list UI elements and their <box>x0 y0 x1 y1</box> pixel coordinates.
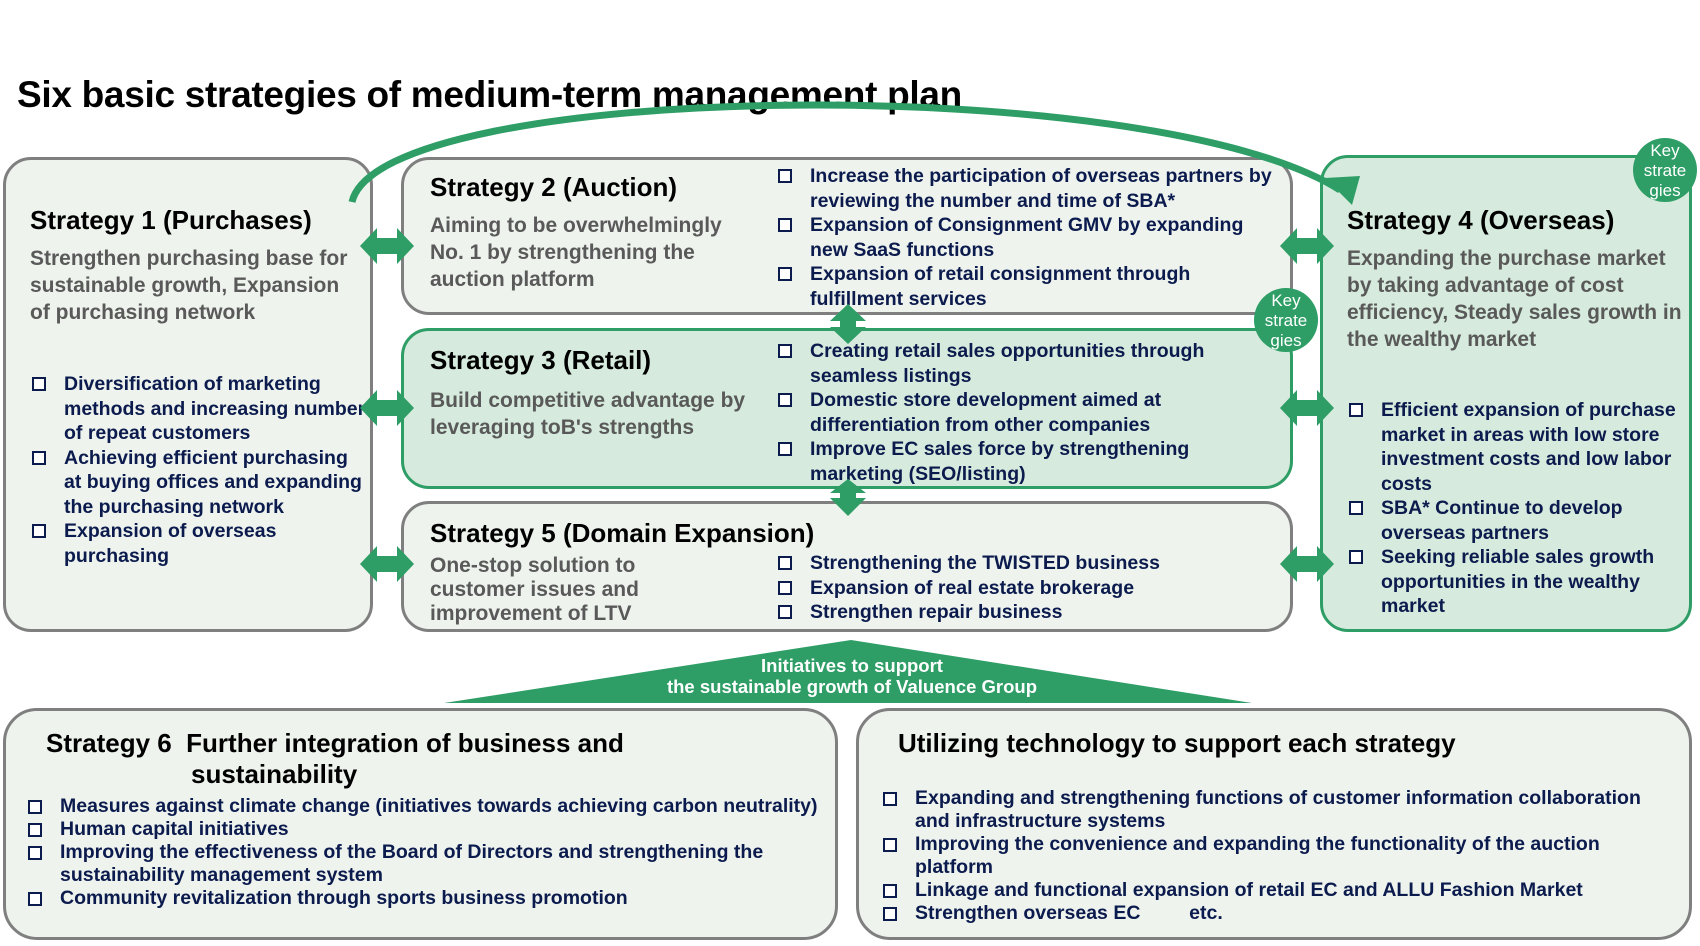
strategy3-heading: Strategy 3 (Retail) <box>430 345 652 375</box>
list-item: Strengthen overseas EC etc. <box>881 902 1671 925</box>
strategy6-box: Strategy 6 Further integration of busine… <box>3 708 838 940</box>
strategy4-box: Strategy 4 (Overseas) Expanding the purc… <box>1320 155 1692 632</box>
technology-box: Utilizing technology to support each str… <box>856 708 1692 940</box>
list-item: Diversification of marketing methods and… <box>30 372 370 446</box>
support-banner: Initiatives to support the sustainable g… <box>560 655 1144 697</box>
list-item: Improving the effectiveness of the Board… <box>26 841 836 887</box>
strategy2-bullets: Increase the participation of overseas p… <box>776 164 1276 311</box>
list-item: Expansion of real estate brokerage <box>776 576 1256 601</box>
double-arrow-s2-s3 <box>830 304 866 344</box>
list-item: Expansion of Consignment GMV by expandin… <box>776 213 1276 262</box>
double-arrow-s2-s4 <box>1280 228 1334 264</box>
strategy2-box: Strategy 2 (Auction) Aiming to be overwh… <box>401 157 1293 315</box>
list-item: Domestic store development aimed at diff… <box>776 388 1256 437</box>
list-item: Linkage and functional expansion of reta… <box>881 879 1671 902</box>
double-arrow-s1-s5 <box>360 546 414 582</box>
curved-arrow <box>348 101 1342 203</box>
key-strategies-badge-retail: Key strate gies <box>1254 288 1318 352</box>
support-banner-line2: the sustainable growth of Valuence Group <box>666 676 1038 697</box>
strategy2-heading: Strategy 2 (Auction) <box>430 172 678 202</box>
strategy5-desc: One-stop solution to customer issues and… <box>430 554 639 625</box>
list-item: Expansion of retail consignment through … <box>776 262 1276 311</box>
strategy6-heading-line2: sustainability <box>191 759 358 789</box>
list-item: Community revitalization through sports … <box>26 887 836 910</box>
list-item: Seeking reliable sales growth opportunit… <box>1347 545 1687 619</box>
technology-bullets: Expanding and strengthening functions of… <box>881 787 1671 925</box>
strategy4-bullets: Efficient expansion of purchase market i… <box>1347 398 1687 619</box>
list-item: Human capital initiatives <box>26 818 836 841</box>
strategy1-box: Strategy 1 (Purchases) Strengthen purcha… <box>3 157 373 632</box>
double-arrow-s1-s3 <box>360 390 414 426</box>
curved-arrow-head <box>1325 176 1360 205</box>
strategy4-heading: Strategy 4 (Overseas) <box>1347 205 1615 235</box>
list-item: Improve EC sales force by strengthening … <box>776 437 1256 486</box>
strategy6-bullets: Measures against climate change (initiat… <box>26 795 836 910</box>
list-item: Improving the convenience and expanding … <box>881 833 1671 879</box>
technology-heading: Utilizing technology to support each str… <box>898 728 1456 758</box>
list-item: Achieving efficient purchasing at buying… <box>30 446 370 520</box>
list-item: Expansion of overseas purchasing <box>30 519 370 568</box>
strategy6-heading-line1: Strategy 6 Further integration of busine… <box>46 728 624 758</box>
strategy4-desc: Expanding the purchase market by taking … <box>1347 247 1682 351</box>
strategy3-desc: Build competitive advantage by leveragin… <box>430 389 746 439</box>
list-item: Measures against climate change (initiat… <box>26 795 836 818</box>
strategy1-desc: Strengthen purchasing base for sustainab… <box>30 247 348 324</box>
strategy2-desc: Aiming to be overwhelmingly No. 1 by str… <box>430 214 722 291</box>
strategy3-box: Strategy 3 (Retail) Build competitive ad… <box>401 328 1293 489</box>
strategy5-box: Strategy 5 (Domain Expansion) One-stop s… <box>401 501 1293 632</box>
double-arrow-s5-s4 <box>1280 546 1334 582</box>
support-triangle <box>444 640 1252 703</box>
list-item: Creating retail sales opportunities thro… <box>776 339 1256 388</box>
double-arrow-s3-s4 <box>1280 390 1334 426</box>
support-banner-line1: Initiatives to support <box>761 655 943 676</box>
list-item: SBA* Continue to develop overseas partne… <box>1347 496 1687 545</box>
double-arrow-s3-s5 <box>830 479 866 516</box>
list-item: Strengthening the TWISTED business <box>776 551 1256 576</box>
list-item: Expanding and strengthening functions of… <box>881 787 1671 833</box>
list-item: Efficient expansion of purchase market i… <box>1347 398 1687 496</box>
strategy5-bullets: Strengthening the TWISTED business Expan… <box>776 551 1256 625</box>
list-item: Increase the participation of overseas p… <box>776 164 1276 213</box>
list-item: Strengthen repair business <box>776 600 1256 625</box>
strategy1-bullets: Diversification of marketing methods and… <box>30 372 370 568</box>
double-arrow-s1-s2 <box>360 228 414 264</box>
strategy3-bullets: Creating retail sales opportunities thro… <box>776 339 1256 486</box>
strategy5-heading: Strategy 5 (Domain Expansion) <box>430 518 815 548</box>
key-strategies-badge-overseas: Key strate gies <box>1633 138 1697 202</box>
strategy1-heading: Strategy 1 (Purchases) <box>30 205 312 235</box>
